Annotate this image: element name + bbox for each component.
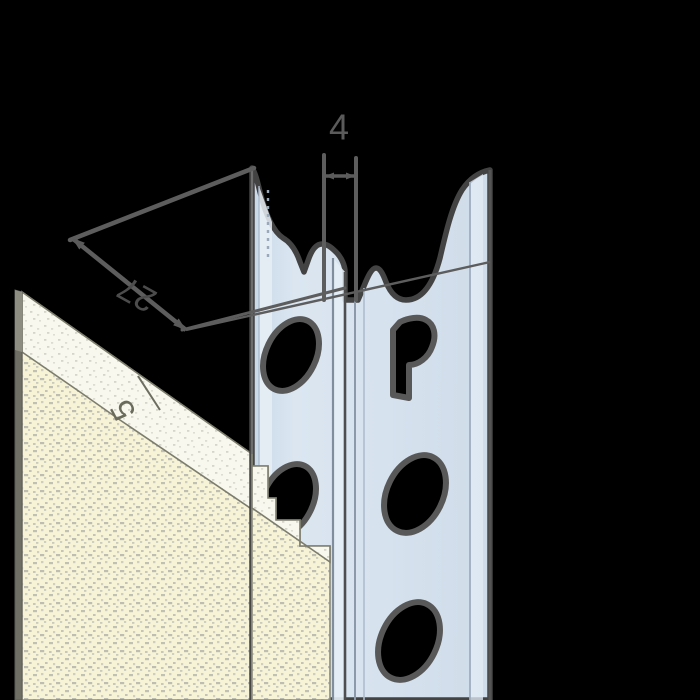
perforation-hole-ellipse-4 xyxy=(381,452,449,536)
gypsum-board-overlap-band xyxy=(251,454,331,564)
profile-center-ridge xyxy=(331,258,365,700)
dimension-4: 4 xyxy=(322,107,358,302)
profile-highlight-right xyxy=(470,174,483,700)
perforation-hole-ellipse-1 xyxy=(260,316,322,394)
dim-4-label: 4 xyxy=(329,107,349,148)
perforation-hole-ellipse-5 xyxy=(375,599,443,683)
perforation-group xyxy=(257,314,449,683)
dim-27-leader-lower xyxy=(180,286,347,332)
perforation-hole-keyhole-3 xyxy=(390,314,438,401)
dim-27-leader-upper xyxy=(67,165,257,243)
dim-27-measure-line xyxy=(70,236,188,332)
gypsum-board-left-edge-top xyxy=(15,290,22,352)
dim-27-reference-line xyxy=(185,260,491,332)
board-thickness-tick xyxy=(137,375,161,411)
